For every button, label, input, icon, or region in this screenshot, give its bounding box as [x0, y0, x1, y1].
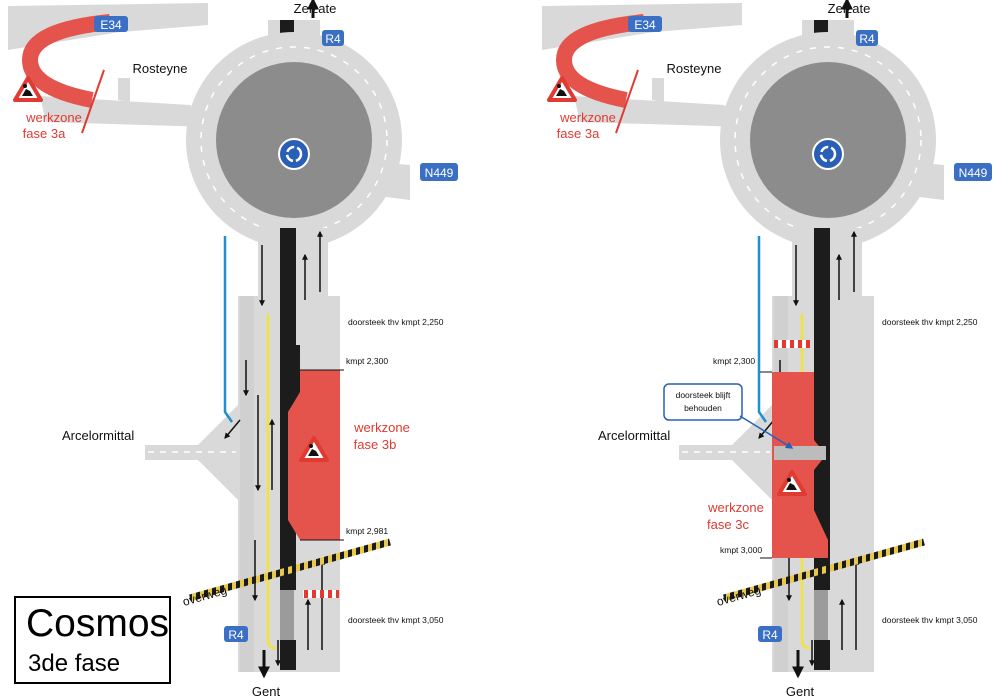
kmpt-label: doorsteek thv kmpt 3,050 — [348, 615, 444, 625]
e34-sign — [94, 16, 128, 32]
werkzone-3a-curve — [21, 14, 111, 108]
zone-3a-label: werkzone — [25, 110, 82, 125]
place-arcelormittal: Arcelormittal — [598, 428, 670, 443]
e34-sign-label: E34 — [100, 18, 122, 32]
r4-south-sign — [224, 626, 248, 642]
zone-3a-label: fase 3a — [23, 126, 66, 141]
place-arcelormittal: Arcelormittal — [62, 428, 134, 443]
right-panel: doorsteek blijft behouden E34 R4 N449 R4… — [542, 0, 992, 699]
kmpt-label: kmpt 2,981 — [346, 526, 388, 536]
e34-sign-label: E34 — [634, 18, 656, 32]
callout-text: behouden — [684, 403, 722, 413]
e34-sign — [628, 16, 662, 32]
zone-main-label: fase 3b — [354, 437, 397, 452]
place-gent: Gent — [252, 684, 281, 699]
r4-south-sign-label: R4 — [228, 628, 244, 642]
kmpt-label: kmpt 3,000 — [720, 545, 762, 555]
railway-crossing — [723, 538, 925, 602]
r4-north-sign — [856, 30, 878, 46]
r4-north-sign-label: R4 — [325, 32, 341, 46]
crossing-kept — [774, 446, 826, 460]
rail-label: overweg — [181, 583, 228, 609]
title-main: Cosmos — [26, 602, 170, 645]
rail-label: overweg — [715, 583, 762, 609]
n449-sign-label: N449 — [959, 166, 988, 180]
n449-sign-label: N449 — [425, 166, 454, 180]
place-zelzate: Zelzate — [828, 1, 871, 16]
median-north — [814, 228, 830, 345]
zone-main-label: werkzone — [707, 500, 764, 515]
place-rosteyne: Rosteyne — [667, 61, 722, 76]
kmpt-label: doorsteek thv kmpt 2,250 — [348, 317, 444, 327]
roundabout-icon — [278, 138, 310, 170]
kmpt-label: doorsteek thv kmpt 3,050 — [882, 615, 978, 625]
place-rosteyne: Rosteyne — [133, 61, 188, 76]
kmpt-label: kmpt 2,300 — [346, 356, 388, 366]
railway-crossing — [189, 538, 391, 602]
barrier — [774, 340, 810, 348]
title-sub: 3de fase — [28, 650, 121, 677]
barrier — [303, 590, 339, 598]
callout-box — [663, 383, 743, 421]
zone-main-label: werkzone — [353, 420, 410, 435]
roundabout-icon — [812, 138, 844, 170]
r4-south-sign-label: R4 — [762, 628, 778, 642]
n449-sign — [420, 163, 458, 181]
r4-south-sign — [758, 626, 782, 642]
kmpt-label: kmpt 2,300 — [713, 356, 755, 366]
r4-north-sign — [322, 30, 344, 46]
title-box: Cosmos 3de fase — [14, 596, 171, 684]
place-gent: Gent — [786, 684, 815, 699]
median-north — [280, 228, 296, 345]
kmpt-label: doorsteek thv kmpt 2,250 — [882, 317, 978, 327]
werkzone-3a-curve — [555, 14, 645, 108]
median-south — [280, 520, 296, 590]
n449-sign — [954, 163, 992, 181]
zone-3a-label: fase 3a — [557, 126, 600, 141]
zone-main-label: fase 3c — [707, 517, 749, 532]
place-zelzate: Zelzate — [294, 1, 337, 16]
r4-north-sign-label: R4 — [859, 32, 875, 46]
left-panel: E34 R4 N449 R4 Zelzate Rosteyne Arcelorm… — [8, 0, 458, 699]
werkzone-main — [772, 372, 828, 558]
zone-3a-label: werkzone — [559, 110, 616, 125]
callout-text: doorsteek blijft — [676, 390, 731, 400]
